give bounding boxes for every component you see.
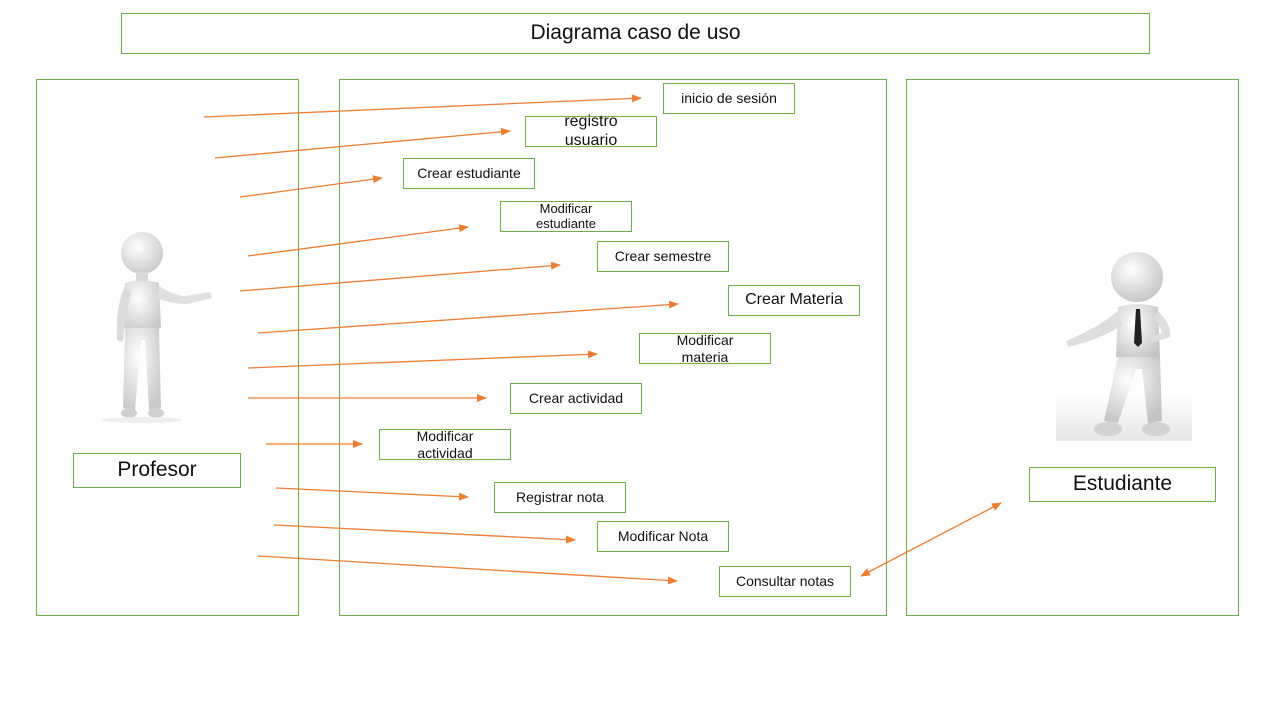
usecase-modificar-nota[interactable]: Modificar Nota bbox=[597, 521, 729, 552]
usecase-crear-estudiante-label: Crear estudiante bbox=[417, 165, 521, 182]
usecase-modificar-nota-label: Modificar Nota bbox=[617, 528, 709, 545]
usecase-modificar-estudiante-label: Modificar estudiante bbox=[536, 200, 596, 231]
profesor-label-text: Profesor bbox=[117, 458, 197, 482]
usecase-consultar-notas-label: Consultar notas bbox=[735, 573, 835, 590]
profesor-label: Profesor bbox=[73, 453, 241, 488]
usecase-modificar-estudiante[interactable]: Modificar estudiante bbox=[500, 201, 632, 232]
estudiante-label-text: Estudiante bbox=[1072, 472, 1173, 496]
usecase-crear-estudiante[interactable]: Crear estudiante bbox=[403, 158, 535, 189]
usecase-modificar-actividad-label: Modificar actividad bbox=[416, 428, 474, 461]
profesor-figure-icon bbox=[102, 232, 212, 423]
usecase-crear-actividad-label: Crear actividad bbox=[528, 390, 624, 407]
usecase-crear-semestre-label: Crear semestre bbox=[614, 248, 712, 265]
usecase-inicio-sesion[interactable]: inicio de sesión bbox=[663, 83, 795, 114]
usecase-registro-usuario-label: registro usuario bbox=[564, 113, 618, 149]
usecase-inicio-sesion-label: inicio de sesión bbox=[681, 90, 777, 107]
usecase-crear-materia[interactable]: Crear Materia bbox=[728, 285, 860, 316]
usecase-registrar-nota-label: Registrar nota bbox=[516, 489, 604, 506]
diagram-title-text: Diagrama caso de uso bbox=[530, 21, 741, 45]
usecase-consultar-notas[interactable]: Consultar notas bbox=[719, 566, 851, 597]
estudiante-label: Estudiante bbox=[1029, 467, 1216, 502]
diagram-title: Diagrama caso de uso bbox=[121, 13, 1150, 54]
usecase-crear-materia-label: Crear Materia bbox=[745, 291, 843, 309]
profesor-panel bbox=[36, 79, 299, 616]
usecase-modificar-materia-label: Modificar materia bbox=[676, 332, 734, 365]
usecase-registrar-nota[interactable]: Registrar nota bbox=[494, 482, 626, 513]
usecase-modificar-actividad[interactable]: Modificar actividad bbox=[379, 428, 511, 461]
usecase-registro-usuario[interactable]: registro usuario bbox=[525, 113, 657, 149]
usecase-crear-semestre[interactable]: Crear semestre bbox=[597, 241, 729, 272]
estudiante-figure-icon bbox=[1056, 252, 1192, 441]
usecase-crear-actividad[interactable]: Crear actividad bbox=[510, 383, 642, 414]
usecase-modificar-materia[interactable]: Modificar materia bbox=[639, 332, 771, 365]
